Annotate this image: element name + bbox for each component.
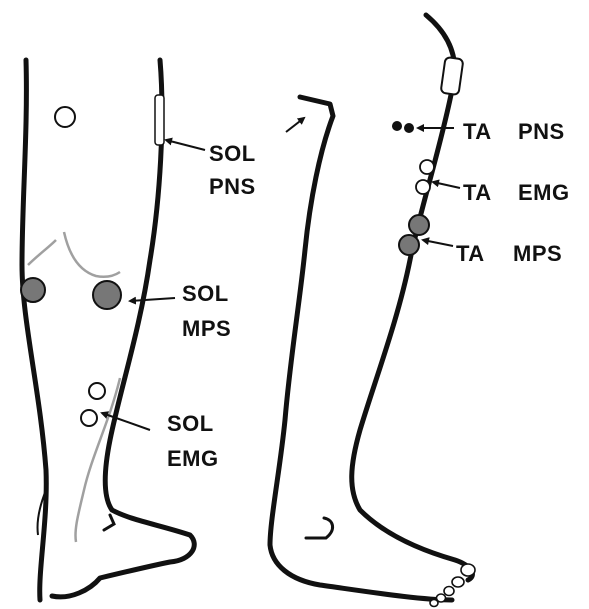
lateral-leg [270, 15, 475, 607]
sol-emg-label: SOL EMG [167, 411, 219, 471]
ta-pns-label-muscle: TA [463, 119, 492, 144]
ta-mps-label: TA MPS [456, 241, 562, 266]
sol-mps-label-line1: SOL [182, 281, 229, 306]
sol-emg-electrode-upper [89, 383, 105, 399]
lateral-leg-front-outline [352, 15, 473, 580]
ta-pns-label-method: PNS [518, 119, 565, 144]
lateral-heel-mark [306, 518, 333, 538]
ta-pns-label: TA PNS [463, 119, 565, 144]
sol-emg-label-line1: SOL [167, 411, 214, 436]
toe-3 [444, 587, 454, 596]
ta-pns-electrode-left [392, 121, 402, 131]
sol-pns-label-line2: PNS [209, 174, 256, 199]
ta-mps-label-method: MPS [513, 241, 562, 266]
posterior-grey-line [75, 378, 120, 542]
sol-emg-arrow [102, 413, 150, 430]
sol-mps-label-line2: MPS [182, 316, 231, 341]
ta-mps-label-muscle: TA [456, 241, 485, 266]
toe-1 [461, 564, 475, 576]
knee-crease-left [28, 240, 56, 265]
ta-mps-electrode-lower [399, 235, 419, 255]
ta-emg-label-method: EMG [518, 180, 570, 205]
toe-2 [452, 577, 464, 587]
sol-mps-electrode-left [21, 278, 45, 302]
posterior-leg-left-outline [22, 60, 46, 600]
posterior-heel-mark [104, 515, 114, 530]
sol-pns-label-line1: SOL [209, 141, 256, 166]
lateral-knee-arrow [286, 118, 304, 132]
posterior-foot-outline [52, 510, 194, 597]
sol-pns-arrow [166, 140, 205, 150]
ta-emg-label-muscle: TA [463, 180, 492, 205]
ta-pns-electrode-right [404, 123, 414, 133]
sol-mps-arrow [130, 298, 175, 301]
sol-pns-pad [155, 95, 164, 145]
ta-emg-electrode-lower [416, 180, 430, 194]
sol-pns-label: SOL PNS [209, 141, 256, 199]
ta-emg-electrode-upper [420, 160, 434, 174]
ta-mps-electrode-upper [409, 215, 429, 235]
ta-emg-arrow [433, 182, 460, 188]
toe-5 [430, 600, 438, 607]
knee-crease-right [64, 232, 120, 277]
sol-emg-label-line2: EMG [167, 446, 219, 471]
sol-mps-electrode-right [93, 281, 121, 309]
ta-pns-pad [441, 57, 464, 95]
sol-mps-label: SOL MPS [182, 281, 231, 341]
ta-emg-label: TA EMG [463, 180, 570, 205]
sol-emg-electrode-lower [81, 410, 97, 426]
reference-electrode [55, 107, 75, 127]
ta-mps-arrow [423, 240, 453, 246]
